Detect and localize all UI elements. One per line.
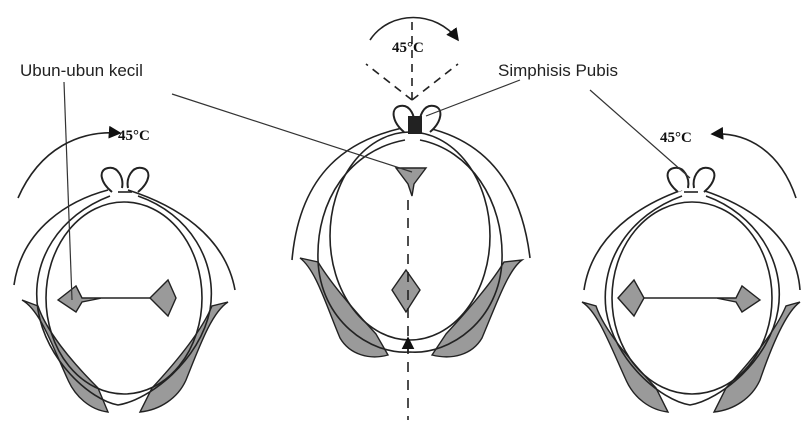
left-angle-label: 45°C (118, 128, 150, 144)
left-fontanelle-pointer (64, 82, 72, 300)
left-small-fontanelle (58, 286, 102, 312)
right-angle-label: 45°C (660, 130, 692, 146)
center-pelvis-wing-left (300, 258, 388, 357)
right-small-fontanelle (716, 286, 760, 312)
small-fontanelle-label: Ubun-ubun kecil (20, 61, 143, 80)
left-pubis (102, 168, 149, 192)
right-pelvis: 45°C (582, 90, 800, 412)
center-fontanelle-pointer (172, 94, 412, 172)
center-pelvis: 45°C (172, 16, 530, 420)
center-angle-arc (370, 18, 458, 41)
right-large-fontanelle (618, 280, 644, 316)
right-pubis (668, 168, 715, 192)
center-large-fontanelle (392, 270, 420, 312)
left-pelvic-shell (14, 190, 235, 290)
center-angle-line-right (412, 64, 458, 100)
pubic-symphysis-label: Simphisis Pubis (498, 61, 618, 80)
center-pelvis-wing-right (432, 260, 522, 357)
pubis-pointer (426, 80, 520, 116)
right-pelvic-shell (584, 190, 800, 290)
left-pelvis: 45°C (14, 82, 235, 412)
left-pelvis-wing-right (140, 302, 228, 412)
center-angle-label: 45°C (392, 40, 424, 56)
right-rotation-arrow (712, 134, 796, 198)
left-large-fontanelle (150, 280, 176, 316)
left-rotation-arrow (18, 133, 120, 198)
center-angle-line-left (366, 64, 412, 100)
